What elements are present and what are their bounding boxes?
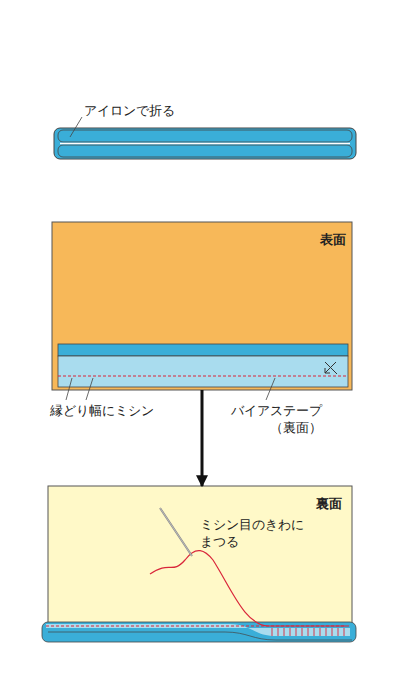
stitch-line — [58, 376, 348, 377]
bias-tape-back — [58, 356, 348, 387]
leader-line — [266, 378, 275, 400]
callout-label: 縁どり幅にミシン — [50, 402, 200, 419]
callout-label: アイロンで折る — [84, 102, 224, 119]
leader-line — [86, 378, 93, 400]
needle-shine — [160, 508, 192, 556]
folded-tape — [54, 128, 356, 159]
fabric-back — [48, 486, 352, 632]
needle — [160, 508, 192, 556]
thread — [150, 551, 346, 626]
callout-text: ミシン目のきわに まつる — [200, 516, 312, 550]
bias-tape-fold — [58, 344, 348, 356]
bias-mark — [325, 362, 337, 374]
leader-line — [66, 378, 72, 400]
side-label: 裏面 — [298, 495, 342, 512]
blind-stitches — [272, 628, 344, 636]
side-label: 表面 — [302, 231, 346, 248]
leader-line — [70, 117, 82, 137]
fabric-panel: 裏面ミシン目のきわに まつる — [48, 486, 352, 632]
flow-arrow — [201, 390, 204, 486]
fabric-front — [52, 222, 352, 390]
fabric-panel: 表面 — [52, 222, 352, 390]
callout-label: バイアステープ （裏面） — [222, 402, 322, 436]
bound-edge — [42, 622, 356, 642]
